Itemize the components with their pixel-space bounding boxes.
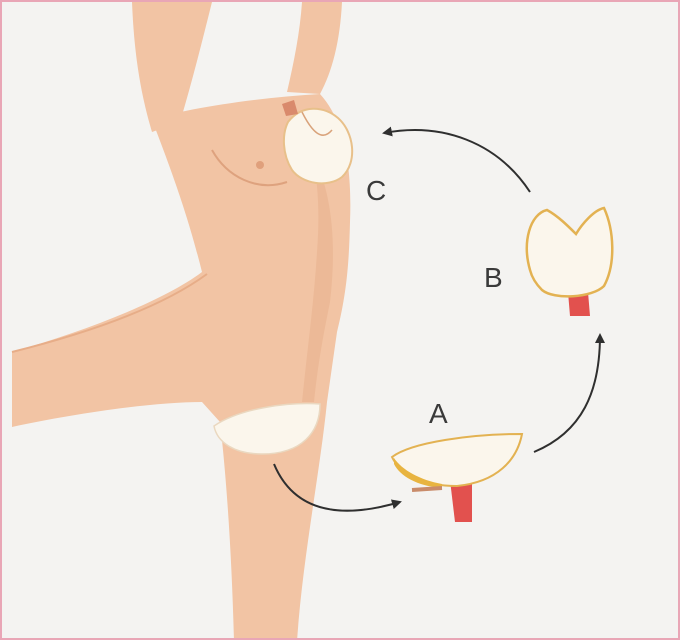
label-a: A [429,400,448,428]
flap-b [527,208,612,316]
reconstructed-breast [282,100,352,183]
label-c: C [366,177,386,205]
flap-b-skin [527,208,612,296]
nipple [256,161,264,169]
raised-arm-right [287,2,342,94]
arrow-b-to-c [384,130,530,192]
flap-a [392,434,522,522]
arrow-a-to-b [534,335,600,452]
body-silhouette [12,2,350,640]
label-b: B [484,264,503,292]
flap-a-vessel [412,488,442,490]
reconstructed-breast-flap [284,109,352,184]
